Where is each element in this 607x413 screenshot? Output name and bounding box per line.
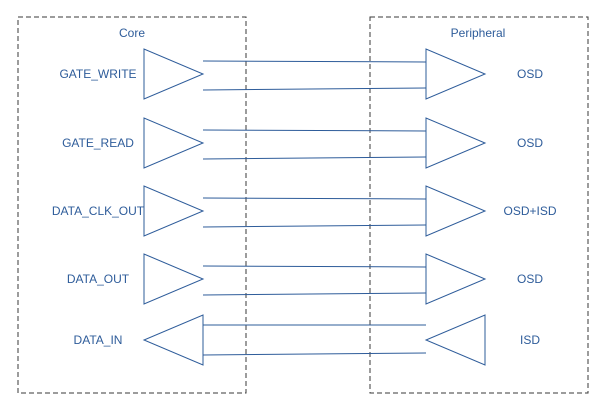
signal-line-upper bbox=[202, 129, 427, 132]
core-driver-triangle bbox=[143, 48, 205, 100]
peripheral-receiver-triangle bbox=[425, 253, 487, 305]
core-signal-label: DATA_OUT bbox=[67, 272, 130, 286]
core-signal-label: DATA_CLK_OUT bbox=[52, 204, 145, 218]
peripheral-signal-label: OSD bbox=[517, 67, 543, 81]
core-driver-triangle bbox=[143, 253, 205, 305]
core-driver-triangle bbox=[143, 117, 205, 169]
peripheral-box bbox=[369, 16, 589, 394]
peripheral-signal-label: OSD+ISD bbox=[503, 204, 556, 218]
peripheral-signal-label: OSD bbox=[517, 136, 543, 150]
core-signal-label: DATA_IN bbox=[74, 333, 123, 347]
core-title: Core bbox=[119, 26, 145, 40]
peripheral-title: Peripheral bbox=[451, 26, 506, 40]
peripheral-signal-label: ISD bbox=[520, 333, 540, 347]
signal-line-upper bbox=[202, 197, 427, 200]
peripheral-driver-triangle bbox=[424, 314, 486, 366]
signal-line-upper bbox=[202, 265, 427, 268]
signal-line-upper bbox=[202, 60, 427, 63]
core-signal-label: GATE_WRITE bbox=[59, 67, 136, 81]
core-driver-triangle bbox=[143, 185, 205, 237]
core-receiver-triangle bbox=[142, 314, 204, 366]
peripheral-receiver-triangle bbox=[425, 117, 487, 169]
peripheral-receiver-triangle bbox=[425, 48, 487, 100]
signal-line-lower bbox=[202, 352, 427, 356]
signal-rows: GATE_WRITE OSD GATE_READ OSD DATA_CLK_OUT OSD… bbox=[52, 48, 557, 366]
signal-line-lower bbox=[202, 224, 427, 228]
signal-line-lower bbox=[202, 292, 427, 296]
peripheral-receiver-triangle bbox=[425, 185, 487, 237]
peripheral-signal-label: OSD bbox=[517, 272, 543, 286]
core-box bbox=[17, 16, 247, 394]
core-signal-label: GATE_READ bbox=[62, 136, 134, 150]
signal-line-lower bbox=[202, 156, 427, 160]
signal-line-lower bbox=[202, 87, 427, 91]
